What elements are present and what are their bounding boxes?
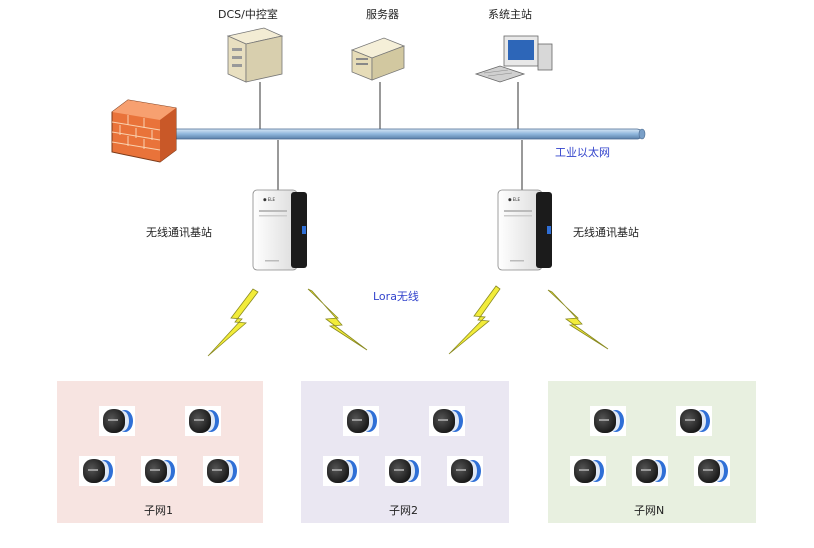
dcs-cabinet-icon (226, 27, 284, 83)
sensor-icon (570, 456, 606, 486)
lightning-icon (207, 288, 259, 357)
subnet-panel-1 (57, 381, 263, 523)
base-station-icon: ⬢ ELE (252, 189, 307, 271)
sensor-icon (385, 456, 421, 486)
lightning-icon (547, 289, 609, 350)
workstation-icon (474, 35, 553, 83)
sensor-icon (203, 456, 239, 486)
sensor-icon (99, 406, 135, 436)
lightning-icon (448, 285, 501, 355)
dcs-label: DCS/中控室 (218, 7, 278, 21)
server-label: 服务器 (366, 8, 399, 21)
subnet-panel-n (548, 381, 756, 523)
server-icon (350, 37, 406, 81)
svg-text:⬢ ELE: ⬢ ELE (263, 197, 276, 202)
subnet-label-2: 子网2 (389, 504, 418, 517)
sensor-icon (141, 456, 177, 486)
subnet-label-1: 子网1 (144, 504, 173, 517)
sensor-icon (185, 406, 221, 436)
base-station-icon: ⬢ ELE (497, 189, 552, 271)
subnet-panel-2 (301, 381, 509, 523)
sensor-icon (429, 406, 465, 436)
base-station-label-1: 无线通讯基站 (146, 225, 212, 239)
ethernet-label: 工业以太网 (555, 146, 610, 159)
sensor-icon (676, 406, 712, 436)
lora-label: Lora无线 (373, 289, 419, 303)
sensor-icon (590, 406, 626, 436)
base-station-label-2: 无线通讯基站 (573, 225, 639, 239)
workstation-label: 系统主站 (488, 7, 532, 21)
sensor-icon (632, 456, 668, 486)
firewall-icon (111, 99, 177, 163)
sensor-icon (694, 456, 730, 486)
lightning-icon (307, 288, 368, 351)
subnet-label-n: 子网N (634, 504, 664, 517)
sensor-icon (323, 456, 359, 486)
sensor-icon (343, 406, 379, 436)
svg-text:⬢ ELE: ⬢ ELE (508, 197, 521, 202)
sensor-icon (447, 456, 483, 486)
ethernet-bus (167, 128, 646, 140)
sensor-icon (79, 456, 115, 486)
